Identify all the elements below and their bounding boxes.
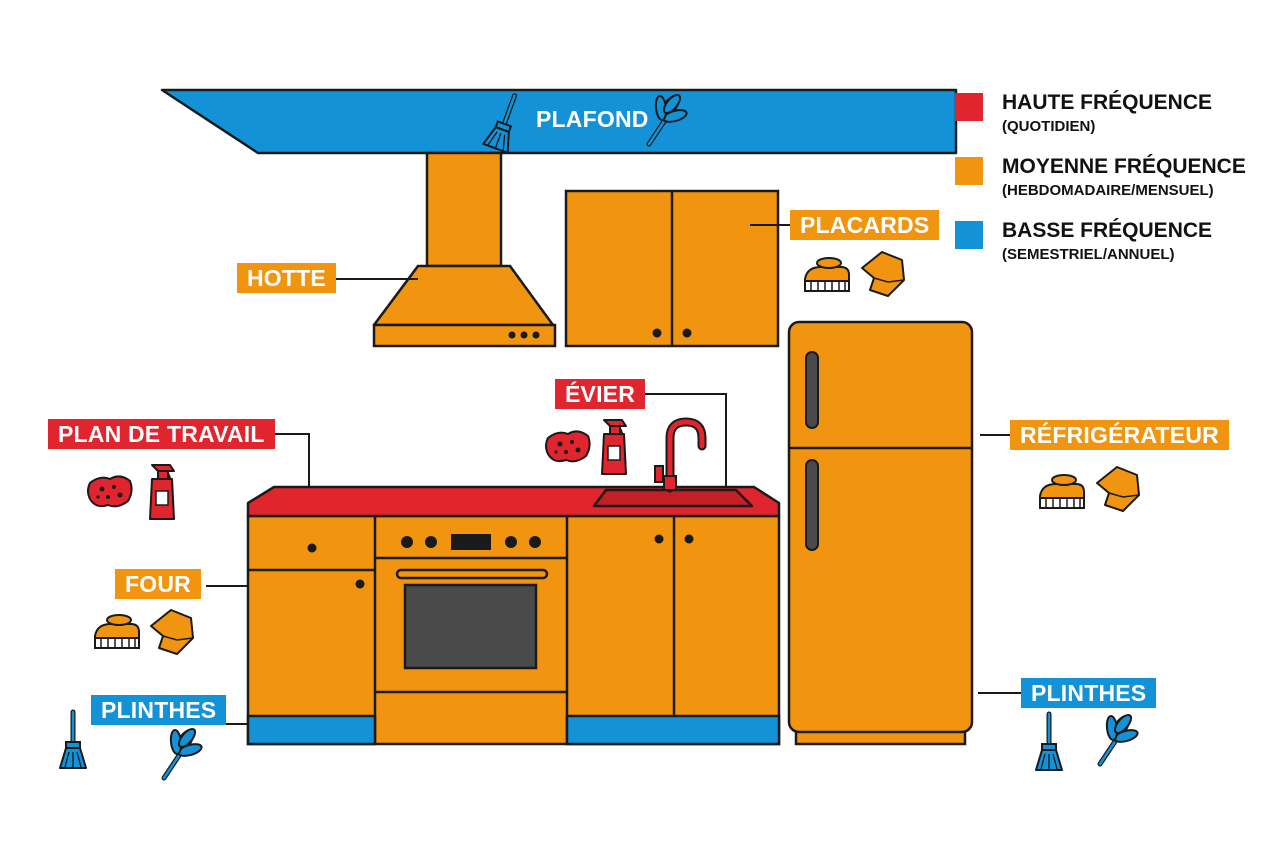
sink <box>592 417 754 508</box>
label-plinthes-left: PLINTHES <box>91 695 227 725</box>
sponge-icon <box>87 475 133 508</box>
plinth-right-section <box>565 714 781 746</box>
label-four: FOUR <box>115 569 201 599</box>
label-placards: PLACARDS <box>790 210 940 240</box>
legend-subtitle: (SEMESTRIEL/ANNUEL) <box>1002 246 1175 263</box>
upper-cabinets <box>564 189 780 348</box>
cloth-icon <box>1096 466 1140 512</box>
legend-title: MOYENNE FRÉQUENCE <box>1002 155 1246 178</box>
sponge-icon <box>545 430 591 463</box>
legend-swatch-low <box>955 221 983 249</box>
refrigerator <box>787 320 974 746</box>
broom-icon <box>1036 714 1062 770</box>
leader-lines <box>206 224 1021 725</box>
plan-de-travail-tools <box>87 464 175 520</box>
four-tools <box>94 609 194 655</box>
legend-subtitle: (HEBDOMADAIRE/MENSUEL) <box>1002 182 1214 199</box>
cloth-icon <box>861 251 905 297</box>
plinth-left-section <box>246 714 377 746</box>
feather-duster-icon <box>1100 712 1139 764</box>
legend-title: BASSE FRÉQUENCE <box>1002 219 1213 242</box>
evier-tools <box>545 419 627 475</box>
legend-swatch-medium <box>955 157 983 185</box>
refrigerateur-tools <box>1039 466 1140 512</box>
legend-title: HAUTE FRÉQUENCE <box>1002 91 1213 114</box>
label-plan-de-travail: PLAN DE TRAVAIL <box>48 419 275 449</box>
base-cabinets <box>246 514 781 746</box>
plinthes-right-tools <box>1036 712 1139 770</box>
feather-duster-icon <box>164 726 203 778</box>
label-evier: ÉVIER <box>555 379 646 409</box>
scrub-brush-icon <box>1039 474 1085 509</box>
spray-bottle-icon <box>149 464 175 520</box>
label-plafond: PLAFOND <box>536 106 649 132</box>
label-hotte: HOTTE <box>237 263 336 293</box>
ceiling <box>160 88 958 155</box>
spray-bottle-icon <box>601 419 627 475</box>
scrub-brush-icon <box>94 614 140 649</box>
label-plinthes-right: PLINTHES <box>1021 678 1157 708</box>
legend-subtitle: (QUOTIDIEN) <box>1002 118 1096 135</box>
label-refrigerateur: RÉFRIGÉRATEUR <box>1010 420 1229 450</box>
scrub-brush-icon <box>804 257 850 292</box>
cloth-icon <box>150 609 194 655</box>
range-hood <box>372 151 557 348</box>
placards-tools <box>804 251 905 297</box>
broom-icon <box>60 712 86 768</box>
legend-swatch-high <box>955 93 983 121</box>
oven <box>375 534 567 694</box>
